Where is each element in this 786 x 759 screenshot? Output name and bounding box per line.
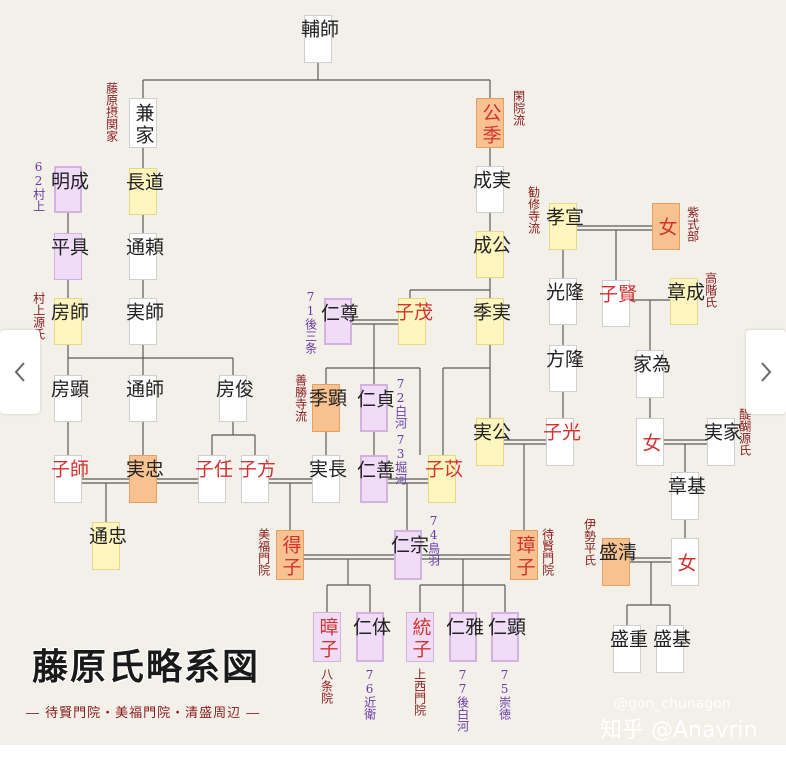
person-bashi: 苡子 xyxy=(422,455,463,503)
diagram-title: 藤原氏略系図 xyxy=(32,646,261,688)
note-daigo-genji: 醍醐源氏 xyxy=(737,408,752,456)
person-murasaki-shikibu: 女 xyxy=(652,203,680,250)
person-kinzane: 公実 xyxy=(470,418,511,466)
person-daughter-a: 女 xyxy=(636,418,664,466)
person-ninshi: 任子 xyxy=(192,455,233,503)
person-akiko: 暲子 xyxy=(313,612,341,662)
person-nariko: 得子 xyxy=(276,530,304,580)
person-toshifusa: 俊房 xyxy=(213,375,254,422)
person-shirakawa: 貞仁 xyxy=(354,384,395,432)
note-emperor-71: 71後三条 xyxy=(303,290,318,354)
person-kaneie: 兼家 xyxy=(129,98,157,148)
note-taikenmon-in: 待賢門院 xyxy=(540,528,555,576)
note-sekkan-family: 藤原摂関家 xyxy=(104,82,119,142)
note-zenshoji-line: 善勝寺流 xyxy=(293,374,308,422)
person-shigemori: 重盛 xyxy=(607,625,648,673)
note-kan-in-line: 閑院流 xyxy=(511,90,526,126)
person-nagazane: 長実 xyxy=(306,455,347,503)
person-gosanjo: 尊仁 xyxy=(318,298,359,345)
note-emperor-73: 73堀河 xyxy=(393,433,408,485)
person-akifusa: 顕房 xyxy=(48,375,89,422)
person-daughter-b: 女 xyxy=(671,538,699,586)
previous-image-button[interactable] xyxy=(0,330,40,414)
person-kinsue: 公季 xyxy=(476,98,504,148)
person-sanenari: 実成 xyxy=(470,166,511,213)
note-murakami-genji: 村上源氏 xyxy=(31,292,46,340)
person-motoaki: 基章 xyxy=(665,472,706,520)
person-moromichi: 師通 xyxy=(123,375,164,422)
person-tadazane: 忠実 xyxy=(123,455,164,503)
note-emperor-75: 75崇徳 xyxy=(497,668,512,720)
person-tadamichi: 忠通 xyxy=(86,522,127,570)
note-emperor-72: 72白河 xyxy=(393,377,408,429)
person-horikawa: 善仁 xyxy=(354,455,395,503)
person-goshirakawa: 雅仁 xyxy=(443,612,484,662)
note-emperor-77: 77後白河 xyxy=(455,668,470,732)
note-emperor-74: 74鳥羽 xyxy=(426,514,441,566)
person-takamitsu: 隆光 xyxy=(543,278,584,325)
next-image-button[interactable] xyxy=(746,330,786,414)
note-takashina-clan: 高階氏 xyxy=(703,272,718,308)
chevron-left-icon xyxy=(14,362,25,382)
person-mitsuko: 光子 xyxy=(540,418,581,466)
person-nariakira: 成章 xyxy=(664,278,705,325)
person-nobutaka: 宣孝 xyxy=(543,203,584,250)
person-sutoku: 顕仁 xyxy=(485,612,526,662)
chevron-right-icon xyxy=(761,362,772,382)
person-ieza: 家実 xyxy=(701,418,742,466)
note-murasaki-shikibu: 紫式部 xyxy=(685,206,700,242)
person-tamako: 璋子 xyxy=(510,530,538,580)
person-akisue: 顕季 xyxy=(306,384,347,432)
watermark-credit: 知乎 @Anavrin xyxy=(600,718,758,743)
note-kajuji-line: 勧修寺流 xyxy=(526,186,541,234)
diagram-subtitle: ― 待賢門院・美福門院・清盛周辺 ― xyxy=(26,706,261,721)
note-bifukumon-in: 美福門院 xyxy=(256,528,271,576)
person-sanesue: 実季 xyxy=(470,298,511,345)
person-murakami: 成明 xyxy=(48,166,89,213)
person-morosuke: 師輔 xyxy=(298,15,339,63)
person-takamasa: 隆方 xyxy=(543,345,584,392)
person-shishi: 師子 xyxy=(48,455,89,503)
person-tomohira: 具平 xyxy=(48,233,89,280)
person-kiyomori: 清盛 xyxy=(596,538,637,586)
note-ise-heishi: 伊勢平氏 xyxy=(582,518,597,566)
person-toba: 宗仁 xyxy=(388,530,429,580)
person-morofusa: 師房 xyxy=(48,298,89,345)
person-tameie: 為家 xyxy=(630,350,671,398)
person-muneko: 統子 xyxy=(406,612,434,662)
note-emperor-62: 62村上 xyxy=(31,160,46,212)
person-shigeko: 茂子 xyxy=(392,298,433,345)
person-morozane: 師実 xyxy=(123,298,164,345)
person-yorimichi: 頼通 xyxy=(123,233,164,280)
watermark-handle: @gon_chunagon xyxy=(614,696,731,712)
person-houshi: 方子 xyxy=(235,455,276,503)
person-kenshi: 賢子 xyxy=(596,280,637,327)
person-konoe: 体仁 xyxy=(350,612,391,662)
person-kinnari: 公成 xyxy=(470,231,511,278)
note-hachijo-in: 八条院 xyxy=(319,668,334,704)
person-michinaga: 道長 xyxy=(123,168,164,215)
note-jousaimon-in: 上西門院 xyxy=(412,668,427,716)
person-motomori: 基盛 xyxy=(650,625,691,673)
note-emperor-76: 76近衛 xyxy=(362,668,377,720)
